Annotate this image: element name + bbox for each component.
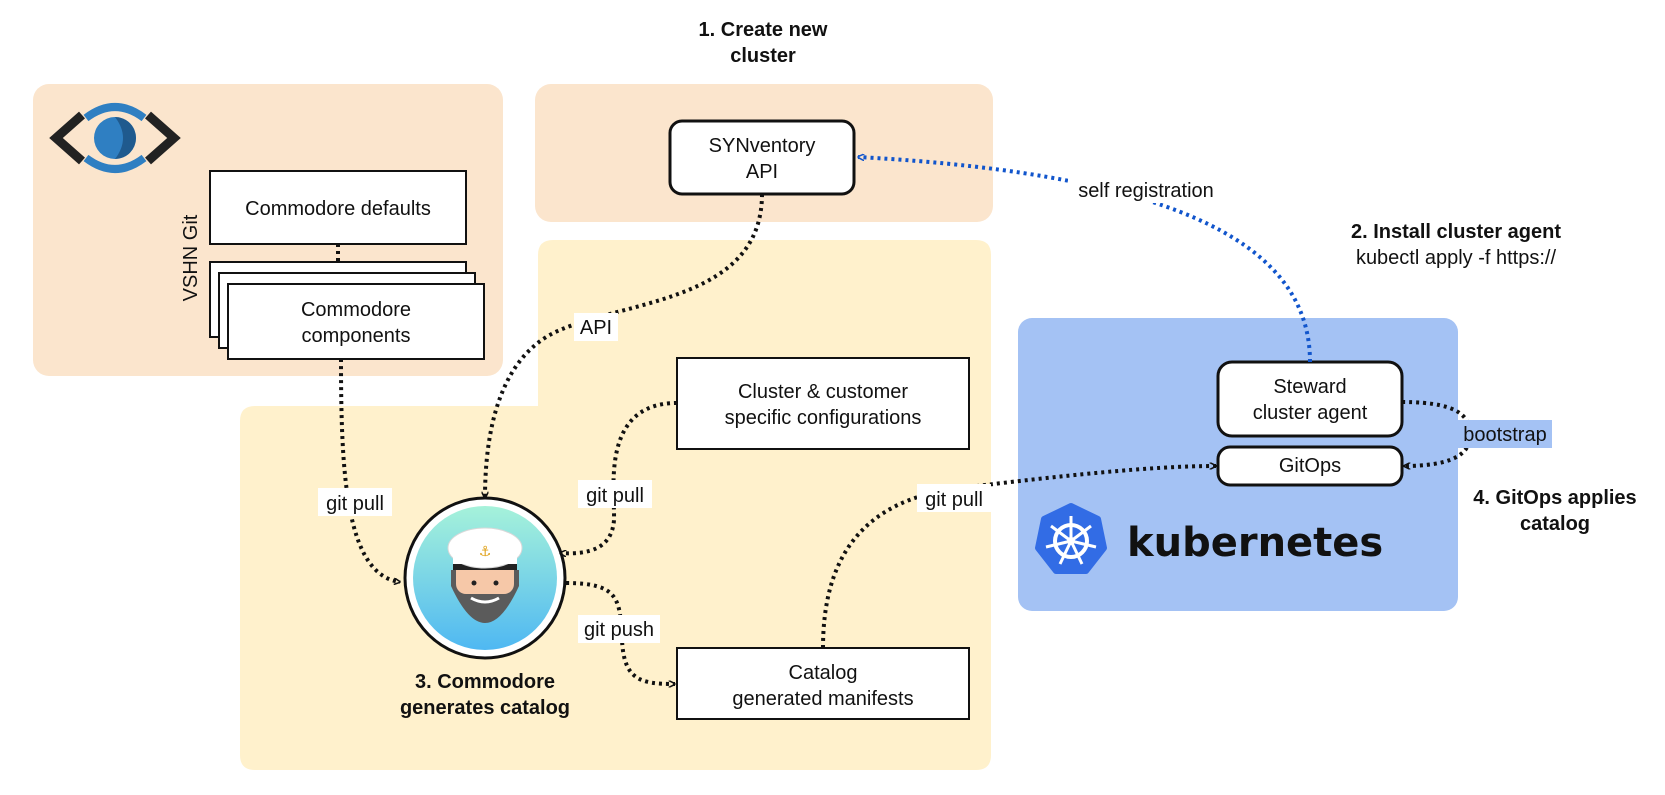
config-git-pull-label: git pull <box>578 480 652 508</box>
svg-text:git push: git push <box>584 619 654 641</box>
self-registration-arrow <box>858 157 1312 363</box>
gitops-box <box>1216 445 1404 487</box>
commodore-defaults-box <box>209 170 467 245</box>
vshn-git-pull-arrow <box>339 358 400 582</box>
cluster-config-text-2: specific configurations <box>725 407 922 429</box>
config-git-pull-arrow <box>560 401 678 553</box>
step3-title-line1: 3. Commodore <box>415 671 555 693</box>
svg-text:API: API <box>580 317 612 339</box>
synventory-api-text-1: SYNventory <box>709 135 816 157</box>
svg-text:self registration: self registration <box>1078 180 1214 202</box>
step1-title-line2: cluster <box>730 45 796 67</box>
vshn-git-pull-label: git pull <box>318 488 392 516</box>
commodore-components-text-1: Commodore <box>301 299 411 321</box>
vshn-git-label: VSHN Git <box>180 214 202 301</box>
git-push-arrow <box>565 581 675 684</box>
commodore-components-stack <box>209 261 485 360</box>
svg-text:bootstrap: bootstrap <box>1463 424 1546 446</box>
synventory-api-text-2: API <box>746 161 778 183</box>
git-push-label: git push <box>578 615 660 643</box>
step4-title-line1: 4. GitOps applies <box>1473 487 1636 509</box>
commodore-defaults-text: Commodore defaults <box>245 198 431 220</box>
eye-logo-icon <box>49 103 181 173</box>
step1-title-line1: 1. Create new <box>699 19 828 41</box>
captain-avatar-icon: ⚓ <box>403 496 567 660</box>
step4-title-line2: catalog <box>1520 513 1590 535</box>
self-registration-label: self registration <box>1068 175 1224 203</box>
catalog-text-2: generated manifests <box>732 688 913 710</box>
steward-agent-text-2: cluster agent <box>1253 402 1368 424</box>
svg-text:git pull: git pull <box>586 485 644 507</box>
gitops-git-pull-label: git pull <box>917 484 991 512</box>
gitops-text: GitOps <box>1279 455 1341 477</box>
catalog-box <box>676 647 970 720</box>
step2-command: kubectl apply -f https:// <box>1356 247 1557 269</box>
step3-title-line2: generates catalog <box>400 697 570 719</box>
commodore-components-text-2: components <box>302 325 411 347</box>
kubernetes-wordmark: kubernetes <box>1127 520 1383 566</box>
svg-text:⚓: ⚓ <box>479 544 492 560</box>
catalog-text-1: Catalog <box>789 662 858 684</box>
synventory-api-box <box>668 119 856 196</box>
helm-wheel-logo-icon <box>1035 503 1107 574</box>
svg-text:git pull: git pull <box>326 493 384 515</box>
svg-text:git pull: git pull <box>925 489 983 511</box>
cluster-config-text-1: Cluster & customer <box>738 381 908 403</box>
cluster-config-box <box>676 357 970 450</box>
steward-agent-text-1: Steward <box>1273 376 1346 398</box>
steward-agent-box <box>1216 360 1404 438</box>
bootstrap-label: bootstrap <box>1458 420 1552 448</box>
step2-title: 2. Install cluster agent <box>1351 221 1561 243</box>
api-label: API <box>574 313 618 341</box>
